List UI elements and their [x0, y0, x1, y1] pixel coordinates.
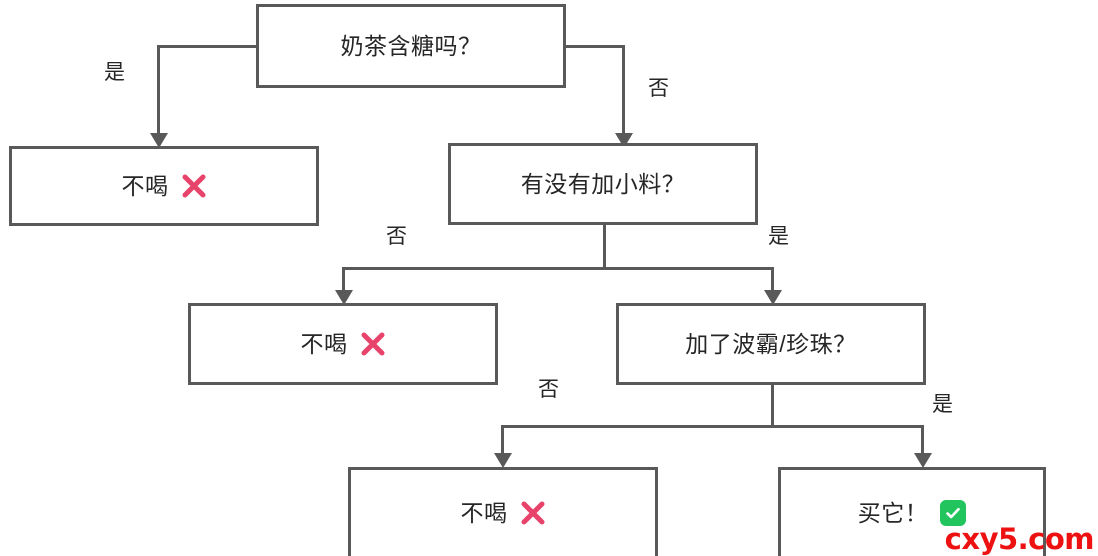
- watermark: cxy5.com: [944, 522, 1095, 556]
- x-mark-icon: [360, 331, 386, 357]
- node-r3-label: 不喝: [460, 499, 508, 526]
- edge-label-q2-q3: 是: [768, 225, 789, 248]
- edge-q3-r3-arrowhead: [493, 453, 512, 468]
- edge-label-q1-r1: 是: [104, 61, 125, 84]
- node-r2-do-not-drink[interactable]: 不喝: [188, 303, 498, 385]
- edge-label-q3-r4: 是: [932, 393, 953, 416]
- edge-q2-r2-vertical: [342, 267, 345, 295]
- node-q3-boba-question[interactable]: 加了波霸/珍珠？: [616, 303, 926, 385]
- node-q2-toppings-question[interactable]: 有没有加小料？: [448, 143, 758, 225]
- node-r3-do-not-drink[interactable]: 不喝: [348, 467, 658, 556]
- node-r1-label: 不喝: [121, 172, 169, 199]
- edge-q2-stem: [603, 222, 606, 270]
- edge-label-q3-r3: 否: [538, 378, 559, 401]
- edge-q3-r4-vertical: [921, 425, 924, 457]
- edge-q3-r3-vertical: [501, 425, 504, 457]
- edge-q2-q3-vertical: [771, 267, 774, 295]
- edge-q3-r4-arrowhead: [913, 453, 932, 468]
- edge-q2-q3-arrowhead: [763, 290, 782, 305]
- edge-q3-bus: [501, 425, 924, 428]
- node-q1-label: 奶茶含糖吗？: [340, 32, 482, 59]
- edge-label-q2-r2: 否: [386, 225, 407, 248]
- node-r4-label: 买它！: [857, 499, 929, 526]
- edge-q2-r2-arrowhead: [334, 290, 353, 305]
- edge-q2-bus: [342, 267, 774, 270]
- edge-q1-r1-arrowhead: [149, 133, 168, 148]
- edge-label-q1-q2: 否: [648, 77, 669, 100]
- x-mark-icon: [181, 173, 207, 199]
- edge-q1-r1-horizontal: [157, 45, 259, 48]
- node-r4-buy-it[interactable]: 买它！: [778, 467, 1046, 556]
- edge-q1-q2-vertical: [622, 45, 625, 137]
- node-q2-label: 有没有加小料？: [520, 170, 686, 197]
- node-r1-do-not-drink[interactable]: 不喝: [9, 146, 319, 226]
- check-mark-icon: [940, 500, 967, 526]
- edge-q1-q2-horizontal: [563, 45, 625, 48]
- node-r2-label: 不喝: [300, 330, 348, 357]
- node-q1-sugar-question[interactable]: 奶茶含糖吗？: [256, 4, 566, 88]
- edge-q3-stem: [771, 385, 774, 428]
- x-mark-icon: [520, 500, 546, 526]
- node-q3-label: 加了波霸/珍珠？: [685, 330, 857, 357]
- edge-q1-r1-vertical: [157, 45, 160, 137]
